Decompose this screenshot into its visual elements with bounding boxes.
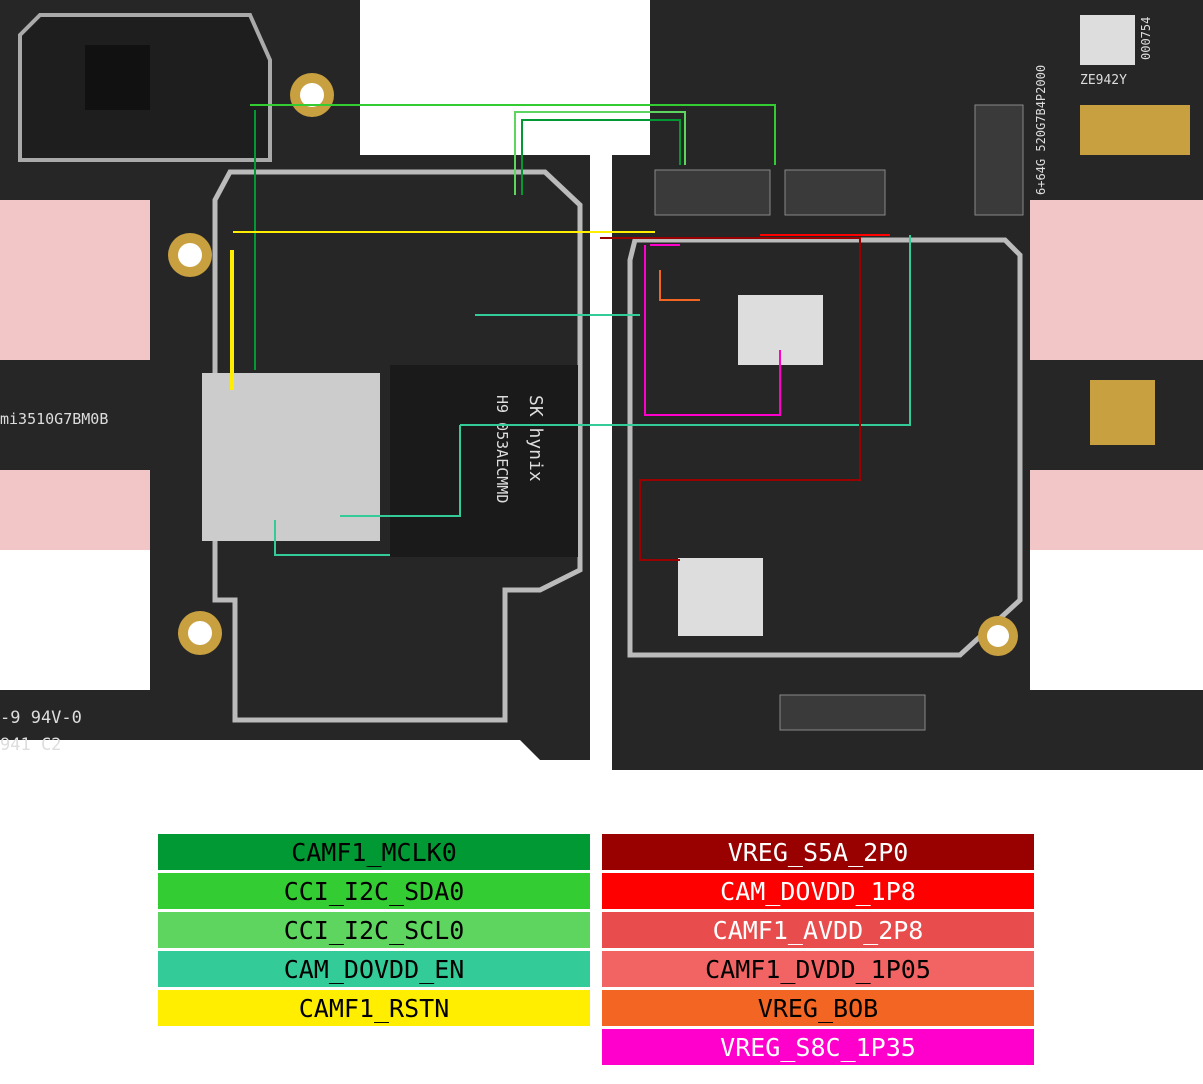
- svg-text:941 C2: 941 C2: [0, 735, 61, 755]
- svg-text:6+64G 520G7B4P2000: 6+64G 520G7B4P2000: [1034, 65, 1048, 195]
- legend-vreg-s8c-1p35: VREG_S8C_1P35: [602, 1029, 1034, 1065]
- soc-bga: [202, 373, 380, 541]
- legend-vreg-bob: VREG_BOB: [602, 990, 1034, 1026]
- legend-camf1-avdd-2p8: CAMF1_AVDD_2P8: [602, 912, 1034, 948]
- legend-camf1-dvdd-1p05: CAMF1_DVDD_1P05: [602, 951, 1034, 987]
- svg-text:ZE942Y: ZE942Y: [1080, 73, 1127, 88]
- legend-vreg-s5a-2p0: VREG_S5A_2P0: [602, 834, 1034, 870]
- legend-cam-dovdd-1p8: CAM_DOVDD_1P8: [602, 873, 1034, 909]
- memory-chip: [390, 365, 578, 557]
- legend-cci-i2c-sda0: CCI_I2C_SDA0: [158, 873, 590, 909]
- legend-cci-i2c-scl0: CCI_I2C_SCL0: [158, 912, 590, 948]
- svg-text:000754: 000754: [1139, 17, 1153, 60]
- legend-camf1-mclk0: CAMF1_MCLK0: [158, 834, 590, 870]
- signal-traces: [230, 104, 911, 561]
- svg-text:-9 94V-0: -9 94V-0: [0, 708, 82, 728]
- legend-camf1-rstn: CAMF1_RSTN: [158, 990, 590, 1026]
- memory-brand: SK hynix: [525, 395, 546, 482]
- legend-cam-dovdd-en: CAM_DOVDD_EN: [158, 951, 590, 987]
- board-model: mi3510G7BM0B: [0, 410, 108, 428]
- pcb-photo: SK hynix H9 053AECMMD mi3510G7BM0B -9 94…: [0, 0, 1203, 770]
- svg-text:H9 053AECMMD: H9 053AECMMD: [493, 395, 511, 503]
